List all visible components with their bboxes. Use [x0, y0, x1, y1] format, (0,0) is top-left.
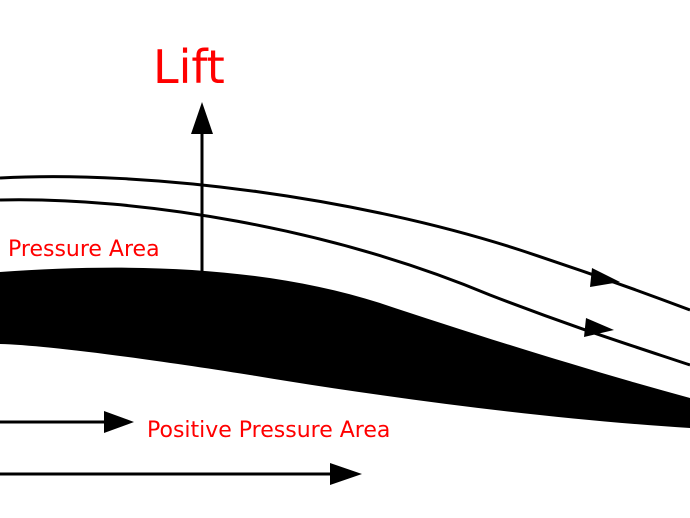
lift-arrow-head-icon: [191, 102, 213, 134]
airfoil: [0, 267, 690, 428]
low-pressure-label: Pressure Area: [8, 237, 160, 262]
middle-streamline: [0, 198, 690, 367]
middle-streamline-arrow-icon: [584, 318, 614, 337]
lower-flow-arrow-1-head-icon: [104, 411, 134, 433]
upper-streamline-arrow-icon: [590, 268, 620, 287]
lift-label: Lift: [153, 40, 225, 94]
lower-flow-arrow-2-head-icon: [330, 463, 362, 485]
high-pressure-label: Positive Pressure Area: [147, 418, 390, 443]
upper-streamline: [0, 175, 690, 312]
